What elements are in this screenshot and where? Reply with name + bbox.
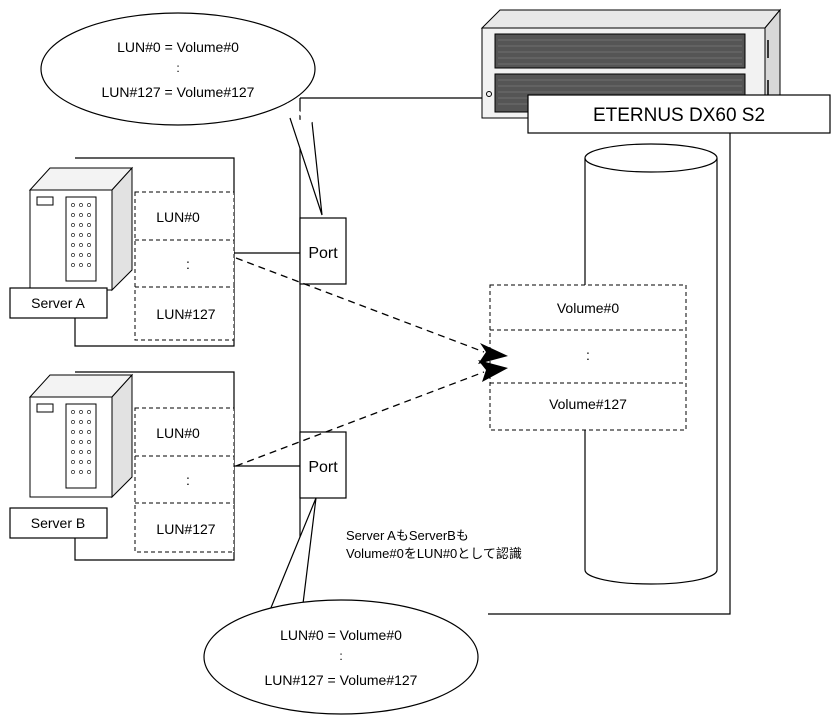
server-a-lun-first: LUN#0 [156,209,200,225]
server-b-lun-first: LUN#0 [156,425,200,441]
bubble-bottom-line3: LUN#127 = Volume#127 [265,672,418,688]
server-a-lun-last: LUN#127 [156,306,215,322]
bubble-top-line2: : [176,61,179,75]
server-a-group [9,157,235,347]
server-b-port [299,431,347,499]
server-b-icon [28,373,134,499]
note-line1: Server AもServerBも [346,528,469,543]
server-a-port [299,217,347,285]
server-a-lun-mid: : [186,256,190,272]
connection-lines [299,97,731,615]
volume-last-label: Volume#127 [549,396,627,412]
server-a-label: Server A [31,295,85,311]
mapping-arrows [235,257,508,467]
bubble-top-line1: LUN#0 = Volume#0 [117,39,239,55]
server-b-lun-last: LUN#127 [156,521,215,537]
server-a-label-box [9,287,108,319]
bubble-bottom-line2: : [339,649,342,663]
bubble-bottom-line1: LUN#0 = Volume#0 [280,627,402,643]
storage-name-box [527,94,831,134]
bubble-top-line3: LUN#127 = Volume#127 [102,84,255,100]
server-b-lun-mid: : [186,472,190,488]
bubble-top [40,12,323,216]
server-b-group [9,371,235,561]
note-line2: Volume#0をLUN#0として認識 [346,546,522,561]
bubble-bottom [203,497,479,715]
server-a-port-label: Port [308,245,338,262]
server-b-label: Server B [31,515,85,531]
volume-table [489,284,687,431]
storage-name-label: ETERNUS DX60 S2 [593,105,765,126]
server-b-label-box [9,507,108,539]
server-a-icon [28,166,134,292]
server-b-port-label: Port [308,459,338,476]
volume-first-label: Volume#0 [557,300,619,316]
volume-mid-label: : [586,347,590,363]
